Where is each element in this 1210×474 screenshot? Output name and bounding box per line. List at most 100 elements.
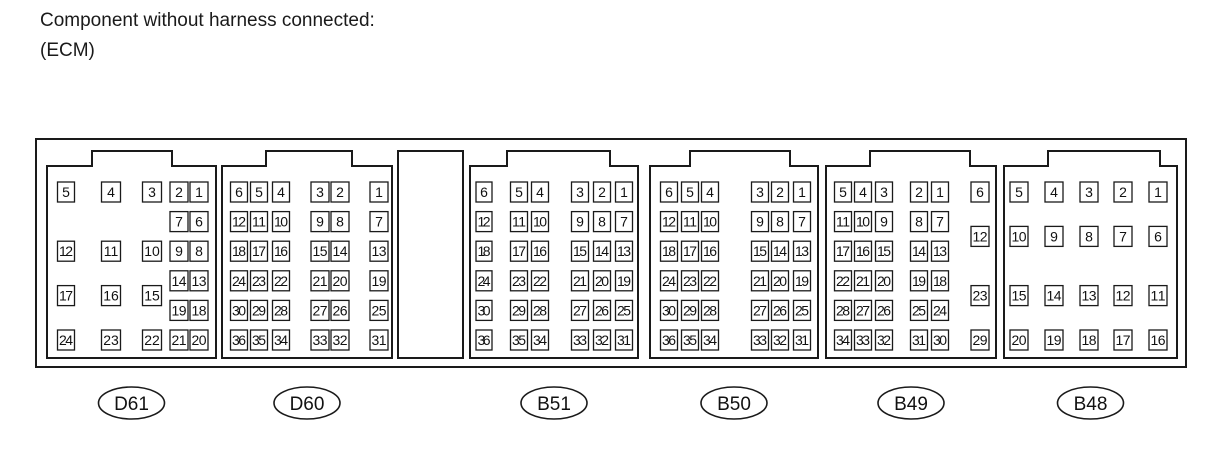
pin-number: 20 <box>192 332 207 348</box>
ecm-center-divider-block <box>397 150 464 359</box>
connector-pin: 36 <box>475 329 493 351</box>
connector-pin: 8 <box>189 240 209 262</box>
connector-pin: 12 <box>56 240 76 262</box>
connector-pin: 15 <box>310 240 330 262</box>
connector-pin: 11 <box>509 210 529 233</box>
connector-label: D61 <box>114 394 149 415</box>
connector-pin: 1 <box>1148 181 1168 203</box>
connector-pin: 23 <box>249 270 269 292</box>
pin-cavity <box>700 181 720 203</box>
pin-number: 3 <box>880 184 888 200</box>
connector-pin: 7 <box>369 210 389 233</box>
pin-number: 17 <box>512 243 526 259</box>
connector-pin: 5 <box>509 181 529 203</box>
connector-pin: 28 <box>271 299 291 322</box>
connector-pin: 33 <box>310 329 330 351</box>
pin-cavity <box>229 181 249 203</box>
pin-number: 27 <box>313 302 328 318</box>
connector-pin: 34 <box>271 329 291 351</box>
pin-number: 8 <box>598 214 606 230</box>
connector-pin: 4 <box>530 181 550 203</box>
connector-pin: 35 <box>680 329 700 351</box>
pin-cavity <box>1079 329 1099 351</box>
pin-cavity <box>330 270 350 292</box>
pin-cavity <box>249 329 269 351</box>
pin-number: 24 <box>662 273 676 289</box>
pin-cavity <box>853 181 873 203</box>
connector-pin: 1 <box>792 181 812 203</box>
connector-pin: 26 <box>770 299 790 322</box>
connector-pin: 8 <box>1079 225 1099 248</box>
pin-number: 3 <box>148 184 156 200</box>
pin-number: 13 <box>1082 288 1097 304</box>
pin-number: 18 <box>933 273 947 289</box>
pin-cavity <box>614 329 634 351</box>
pin-cavity <box>141 181 163 203</box>
pin-number: 22 <box>533 273 547 289</box>
pin-number: 33 <box>573 332 587 348</box>
pin-cavity <box>530 329 550 351</box>
pin-number: 6 <box>195 214 203 230</box>
pin-cavity <box>1079 181 1099 203</box>
pin-number: 21 <box>313 273 328 289</box>
pin-cavity <box>530 270 550 292</box>
connector-pin: 36 <box>659 329 679 351</box>
pin-number: 22 <box>836 273 850 289</box>
connector-pin: 24 <box>930 299 950 322</box>
pin-cavity <box>1148 284 1168 307</box>
pin-number: 6 <box>1154 228 1162 244</box>
pin-number: 32 <box>877 332 891 348</box>
pin-cavity <box>56 240 76 262</box>
connector-pin: 6 <box>970 181 990 203</box>
pin-cavity <box>592 240 612 262</box>
pin-cavity <box>970 181 990 203</box>
pin-cavity <box>659 299 679 322</box>
connector-pin: 5 <box>833 181 853 203</box>
connector-pin: 23 <box>970 284 990 307</box>
pin-number: 30 <box>933 332 947 348</box>
heading-ecm: (ECM) <box>40 40 95 61</box>
connector-pin: 21 <box>750 270 770 292</box>
pin-number: 3 <box>316 184 324 200</box>
pin-number: 2 <box>336 184 344 200</box>
connector-pin: 12 <box>1113 284 1133 307</box>
connector-pin: 31 <box>909 329 929 351</box>
pin-cavity <box>570 181 590 203</box>
connector-pin: 5 <box>680 181 700 203</box>
connector-pin: 24 <box>229 270 249 292</box>
pin-number: 30 <box>662 302 676 318</box>
connector-pin: 32 <box>874 329 894 351</box>
pin-number: 28 <box>703 302 717 318</box>
connector-pin: 2 <box>770 181 790 203</box>
pin-number: 19 <box>617 273 631 289</box>
pin-cavity <box>680 181 700 203</box>
pin-number: 18 <box>192 302 207 318</box>
pin-number: 18 <box>1082 332 1097 348</box>
pin-cavity <box>330 329 350 351</box>
connector-label-ellipse <box>1056 386 1125 420</box>
connector-pin: 17 <box>56 284 76 307</box>
connector-pin: 12 <box>659 210 679 233</box>
pin-cavity <box>100 284 122 307</box>
connector-pin: 7 <box>614 210 634 233</box>
connector-pin: 13 <box>614 240 634 262</box>
pin-cavity <box>310 210 330 233</box>
connector-pin: 22 <box>833 270 853 292</box>
pin-cavity <box>700 329 720 351</box>
pin-cavity <box>700 210 720 233</box>
pin-number: 32 <box>595 332 609 348</box>
pin-number: 15 <box>1012 288 1027 304</box>
pin-cavity <box>249 240 269 262</box>
connector-pin: 29 <box>249 299 269 322</box>
pin-cavity <box>853 299 873 322</box>
pin-number: 8 <box>195 243 203 259</box>
pin-cavity <box>592 210 612 233</box>
connector-label: B48 <box>1074 394 1108 415</box>
pin-number: 13 <box>192 273 207 289</box>
connector-pin: 25 <box>792 299 812 322</box>
pin-cavity <box>475 240 493 262</box>
pin-number: 1 <box>936 184 944 200</box>
pin-cavity <box>700 270 720 292</box>
